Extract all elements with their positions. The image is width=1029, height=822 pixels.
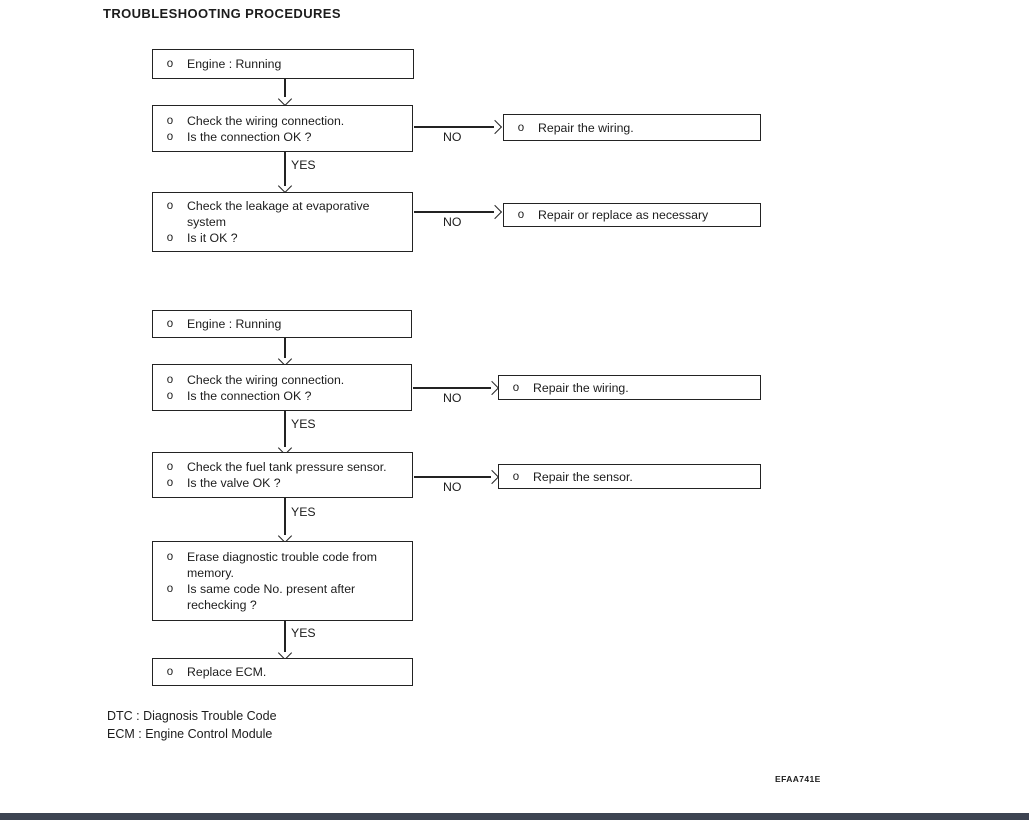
flow2-no2-connector-line — [414, 476, 491, 478]
no-label: NO — [443, 215, 462, 229]
flow-box-text: Repair the sensor. — [533, 469, 633, 484]
bullet: o — [166, 666, 174, 678]
flow-box-text: Check the wiring connection. — [187, 113, 345, 128]
flow2-box-replace-ecm: o Replace ECM. — [152, 658, 413, 686]
flow1-connector-line — [284, 79, 286, 97]
flow1-yes-connector-line — [284, 152, 286, 186]
flow-box-item: o Check the wiring connection. — [153, 372, 405, 388]
no-label: NO — [443, 480, 462, 494]
bullet: o — [166, 389, 174, 402]
flow2-no-connector-line — [413, 387, 491, 389]
arrowhead-right-icon — [484, 380, 500, 396]
bullet: o — [166, 461, 174, 473]
bullet: o — [166, 58, 174, 70]
flow-box-text: Repair or replace as necessary — [538, 208, 709, 222]
arrowhead-down-icon — [277, 91, 293, 107]
flow-box-text: Check the wiring connection. — [187, 372, 345, 387]
flow-box-text: Check the leakage at evaporative system — [187, 199, 370, 229]
bullet: o — [166, 373, 174, 386]
flow-box-text: Repair the wiring. — [538, 120, 634, 135]
flow-box-item: o Is the connection OK ? — [153, 388, 405, 404]
flow2-box-repair-wiring: o Repair the wiring. — [498, 375, 761, 400]
flow-box-item: o Engine : Running — [153, 56, 407, 72]
flow-box-item: o Replace ECM. — [153, 664, 406, 680]
flow2-yes3-connector-line — [284, 621, 286, 652]
arrowhead-right-icon — [484, 469, 500, 485]
flow-box-item: o Is it OK ? — [153, 230, 406, 246]
arrowhead-down-icon — [277, 178, 293, 194]
flow1-box-repair-replace: o Repair or replace as necessary — [503, 203, 761, 227]
footnote-ecm: ECM : Engine Control Module — [107, 726, 273, 741]
flow-box-item: o Erase diagnostic trouble code from mem… — [153, 549, 406, 581]
flow1-box-check-leakage: o Check the leakage at evaporative syste… — [152, 192, 413, 252]
bullet: o — [512, 470, 520, 483]
footnotes: DTC : Diagnosis Trouble Code ECM : Engin… — [107, 708, 277, 743]
bullet: o — [166, 130, 174, 143]
flow-box-text: Replace ECM. — [187, 665, 267, 679]
flow1-no-connector-line — [414, 126, 494, 128]
flow-box-text: Is the connection OK ? — [187, 388, 312, 403]
flow-box-item: o Is same code No. present after recheck… — [153, 581, 406, 613]
flow2-box-check-wiring: o Check the wiring connection. o Is the … — [152, 364, 412, 411]
flow-box-item: o Repair or replace as necessary — [504, 207, 754, 223]
bullet: o — [517, 209, 525, 221]
flow-box-item: o Repair the wiring. — [504, 120, 754, 136]
flow-box-text: Is same code No. present after recheckin… — [187, 582, 356, 612]
flow-box-text: Check the fuel tank pressure sensor. — [187, 460, 387, 474]
figure-code: EFAA741E — [775, 774, 821, 784]
arrowhead-right-icon — [487, 119, 503, 135]
flow-box-item: o Check the fuel tank pressure sensor. — [153, 459, 406, 475]
flow-box-item: o Is the connection OK ? — [153, 129, 406, 145]
flow-box-item: o Check the leakage at evaporative syste… — [153, 198, 406, 230]
flow1-no2-connector-line — [414, 211, 494, 213]
bullet: o — [166, 477, 174, 489]
flow-box-text: Is the connection OK ? — [187, 129, 312, 144]
yes-label: YES — [291, 417, 316, 431]
bullet: o — [166, 232, 174, 244]
flow-box-text: Engine : Running — [187, 57, 282, 71]
flow-box-text: Engine : Running — [187, 317, 282, 331]
flow-box-text: Repair the wiring. — [533, 380, 629, 395]
bullet: o — [166, 551, 174, 563]
no-label: NO — [443, 391, 462, 405]
page-title: TROUBLESHOOTING PROCEDURES — [103, 6, 341, 21]
flow2-yes2-connector-line — [284, 498, 286, 535]
flow-box-text: Is the valve OK ? — [187, 476, 281, 490]
flow1-box-repair-wiring: o Repair the wiring. — [503, 114, 761, 141]
flow-box-item: o Is the valve OK ? — [153, 475, 406, 491]
bottom-divider-bar — [0, 813, 1029, 820]
yes-label: YES — [291, 158, 316, 172]
flow2-yes-connector-line — [284, 411, 286, 447]
flow2-box-check-pressure-sensor: o Check the fuel tank pressure sensor. o… — [152, 452, 413, 498]
no-label: NO — [443, 130, 462, 144]
yes-label: YES — [291, 626, 316, 640]
flow-box-item: o Repair the wiring. — [499, 380, 754, 396]
flow-box-text: Erase diagnostic trouble code from memor… — [187, 550, 378, 580]
footnote-dtc: DTC : Diagnosis Trouble Code — [107, 709, 277, 723]
yes-label: YES — [291, 505, 316, 519]
bullet: o — [166, 318, 174, 330]
flow-box-item: o Check the wiring connection. — [153, 113, 406, 129]
flow-box-item: o Repair the sensor. — [499, 469, 754, 485]
bullet: o — [517, 121, 525, 134]
flow-box-item: o Engine : Running — [153, 316, 405, 332]
flow1-box-check-wiring: o Check the wiring connection. o Is the … — [152, 105, 413, 152]
flow2-box-repair-sensor: o Repair the sensor. — [498, 464, 761, 489]
bullet: o — [512, 381, 520, 394]
bullet: o — [166, 583, 174, 595]
flow2-connector-line — [284, 338, 286, 358]
flow2-box-erase-dtc: o Erase diagnostic trouble code from mem… — [152, 541, 413, 621]
flow1-box-engine-running: o Engine : Running — [152, 49, 414, 79]
bullet: o — [166, 200, 174, 212]
flow-box-text: Is it OK ? — [187, 231, 238, 245]
arrowhead-right-icon — [487, 204, 503, 220]
flow2-box-engine-running: o Engine : Running — [152, 310, 412, 338]
bullet: o — [166, 114, 174, 127]
